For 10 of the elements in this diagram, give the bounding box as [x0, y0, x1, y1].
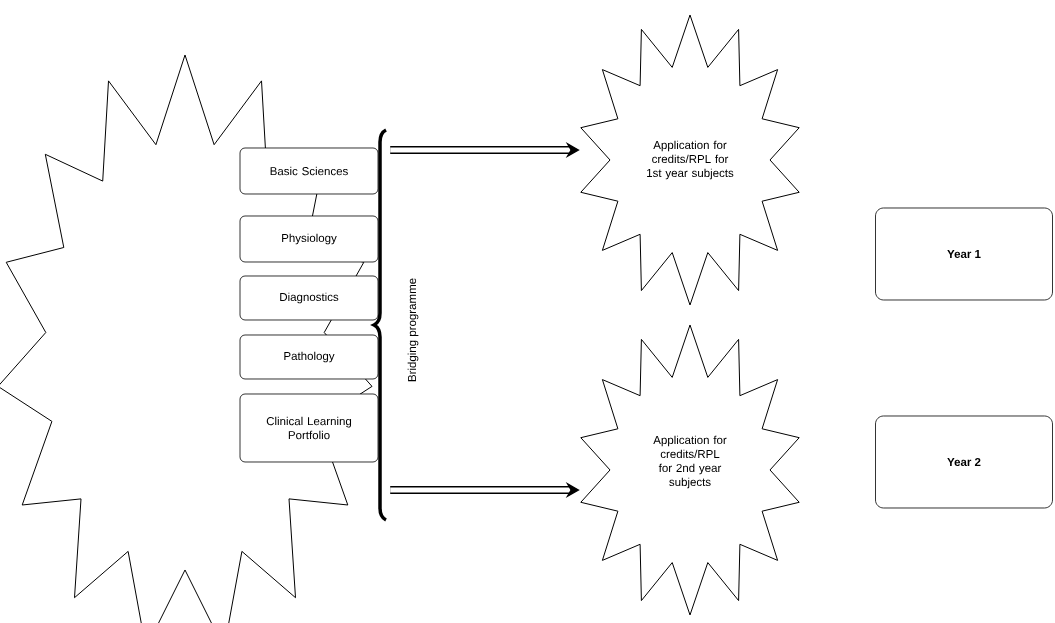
topic-box: Pathology	[239, 334, 379, 380]
bracket-label: Bridging programme	[406, 276, 420, 384]
topic-box: Clinical Learning Portfolio	[239, 393, 379, 463]
year-box: Year 1	[875, 207, 1053, 301]
starburst: Application for credits/RPL for 2nd year subjects	[580, 324, 800, 616]
topic-box: Diagnostics	[239, 275, 379, 321]
year-box: Year 2	[875, 415, 1053, 509]
starburst: Application for credits/RPL for 1st year subjects	[580, 14, 800, 306]
topic-box: Physiology	[239, 215, 379, 263]
topic-box: Basic Sciences	[239, 147, 379, 195]
